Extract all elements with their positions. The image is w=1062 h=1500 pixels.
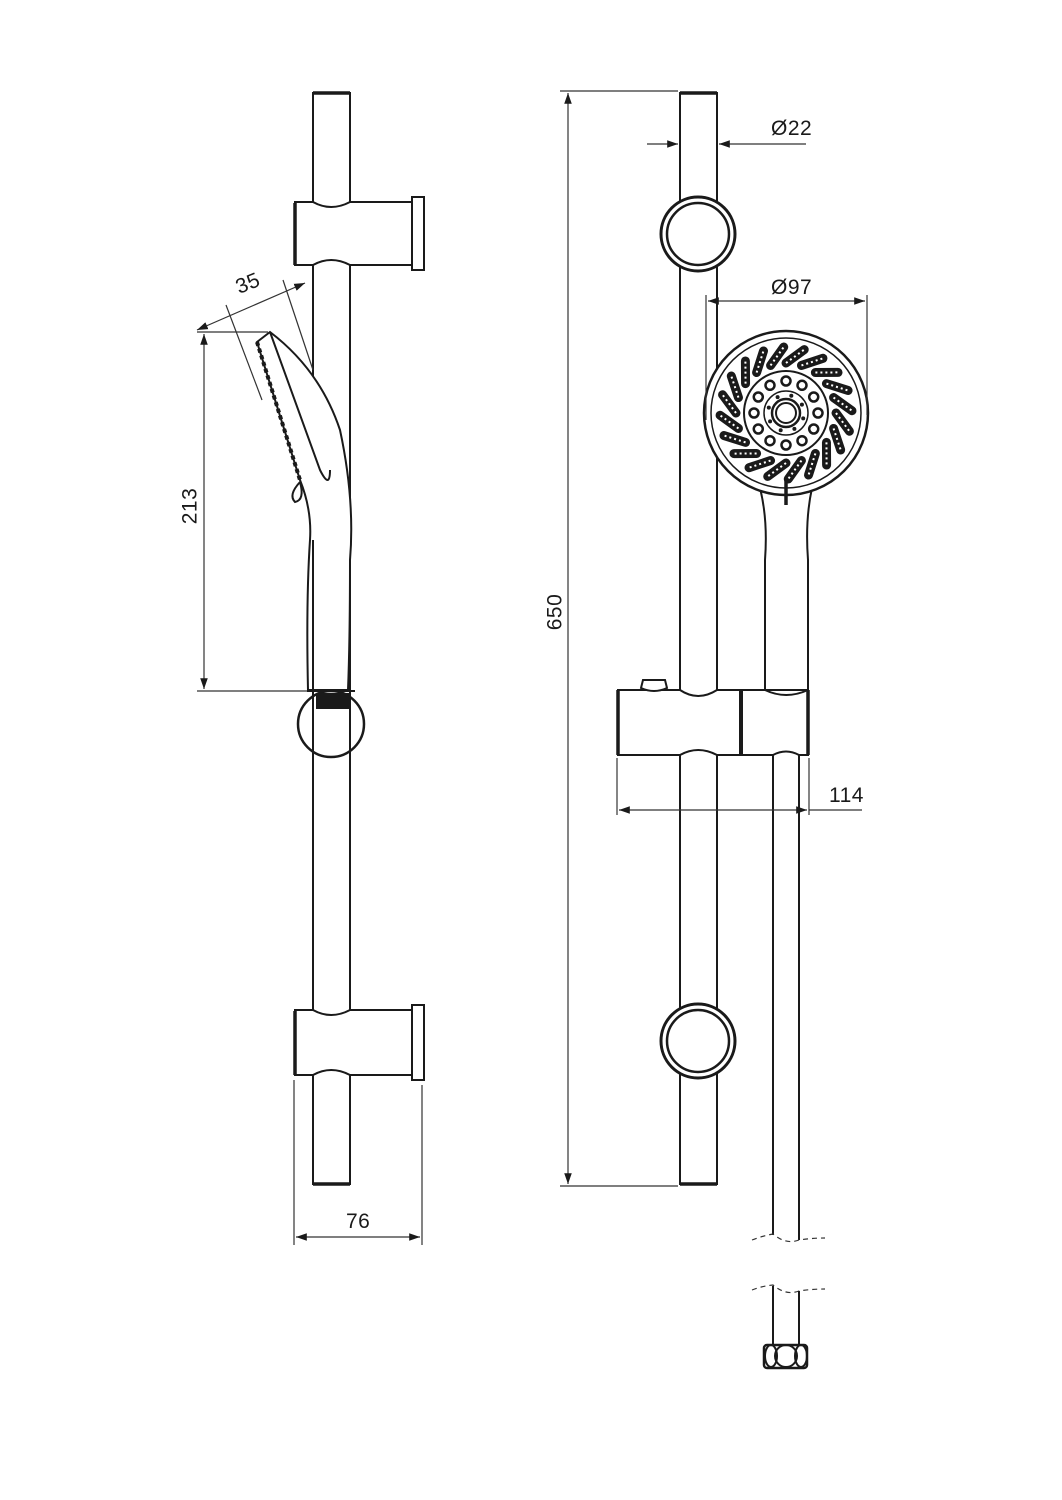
label-114: 114 xyxy=(829,784,864,807)
rail-front xyxy=(679,91,718,1186)
slider-holder-side xyxy=(296,689,366,759)
side-view xyxy=(196,91,425,1245)
label-650: 650 xyxy=(543,593,567,631)
top-wall-bracket-side xyxy=(293,196,425,271)
dimension-213 xyxy=(197,331,307,692)
spray-nozzles xyxy=(715,342,857,484)
shower-hose xyxy=(751,755,826,1345)
slider-holder-front xyxy=(616,679,810,756)
dimension-650 xyxy=(560,90,678,1187)
shower-head-front xyxy=(702,329,870,505)
bottom-wall-bracket-front xyxy=(659,1002,737,1080)
dimension-35 xyxy=(196,279,314,401)
hand-shower-side xyxy=(255,330,353,691)
dimension-d97 xyxy=(705,295,868,420)
label-d97: Ø97 xyxy=(771,276,813,299)
dimension-76 xyxy=(293,1080,423,1245)
hose-nut xyxy=(762,1343,809,1370)
bottom-wall-bracket-side xyxy=(293,1004,425,1081)
label-76: 76 xyxy=(346,1210,371,1233)
label-213: 213 xyxy=(178,487,202,525)
front-view xyxy=(560,90,870,1370)
hand-shower-handle-front xyxy=(758,487,814,691)
dimension-114 xyxy=(616,758,862,815)
label-d22: Ø22 xyxy=(771,117,813,140)
top-wall-bracket-front xyxy=(659,195,737,273)
release-button xyxy=(639,679,669,692)
